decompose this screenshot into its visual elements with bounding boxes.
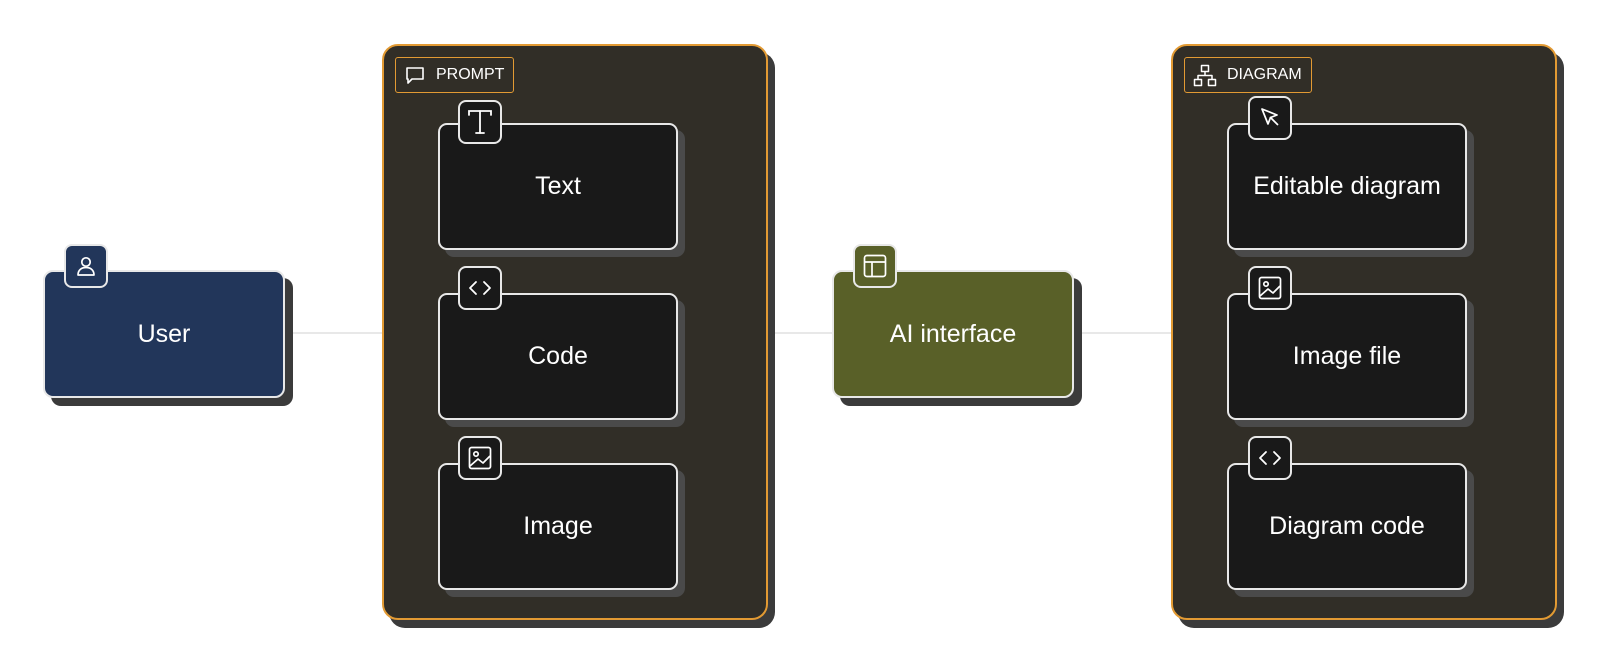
prompt-group-title: PROMPT: [436, 66, 505, 83]
user-node-label: User: [137, 319, 191, 348]
code-brackets-icon: [458, 266, 502, 310]
connector-user-prompt: [285, 332, 382, 334]
editable-diagram-item[interactable]: Editable diagram: [1227, 123, 1467, 250]
editable-diagram-item-label: Editable diagram: [1253, 172, 1441, 200]
layout-icon: [853, 244, 897, 288]
diagram-code-item-label: Diagram code: [1269, 512, 1425, 540]
code-item[interactable]: Code: [438, 293, 678, 420]
chat-bubble-icon: [406, 67, 424, 84]
prompt-group-label: PROMPT: [395, 57, 515, 93]
cursor-icon: [1248, 96, 1292, 140]
hierarchy-icon: [1193, 64, 1217, 87]
image-icon: [1248, 266, 1292, 310]
code-item-label: Code: [528, 342, 588, 370]
image-icon: [458, 436, 502, 480]
ai-interface-node[interactable]: AI interface: [832, 270, 1074, 398]
image-file-item-label: Image file: [1292, 342, 1402, 370]
diagram-group-title: DIAGRAM: [1227, 66, 1302, 83]
text-t-icon: [458, 100, 502, 144]
code-brackets-icon: [1248, 436, 1292, 480]
person-icon: [64, 244, 108, 288]
diagram-group-label: DIAGRAM: [1184, 57, 1312, 93]
image-file-item[interactable]: Image file: [1227, 293, 1467, 420]
connector-prompt-ai: [766, 332, 832, 334]
text-item[interactable]: Text: [438, 123, 678, 250]
connector-ai-diagram: [1071, 332, 1171, 334]
image-item[interactable]: Image: [438, 463, 678, 590]
text-item-label: Text: [535, 172, 581, 200]
ai-interface-node-label: AI interface: [889, 319, 1017, 348]
image-item-label: Image: [523, 512, 593, 540]
diagram-code-item[interactable]: Diagram code: [1227, 463, 1467, 590]
user-node[interactable]: User: [43, 270, 285, 398]
